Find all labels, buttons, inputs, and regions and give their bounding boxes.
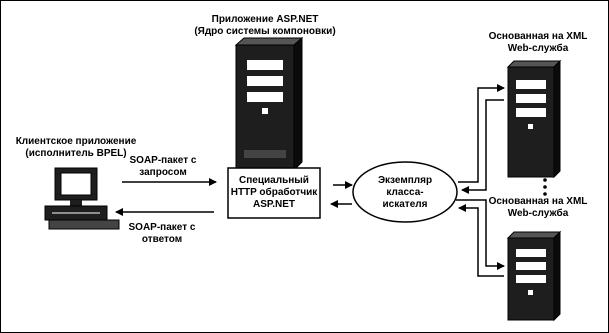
soap-request-label-line1: SOAP-пакет с <box>129 155 197 166</box>
locator-label: Экземпляр класса- искателя <box>365 175 445 211</box>
asp-app-label-line2: (Ядро системы компоновки) <box>194 26 336 37</box>
service-bottom-label-line2: Web-служба <box>507 208 569 219</box>
handler-label-line2: HTTP обработчик <box>230 187 318 198</box>
xml-service-bottom-server-icon <box>506 230 562 322</box>
ellipsis-dots-icon <box>543 178 547 196</box>
client-label-line1: Клиентское приложение <box>15 136 137 147</box>
xml-service-top-server-icon <box>506 59 562 179</box>
handler-label-line3: ASP.NET <box>252 199 296 210</box>
locator-label-line2: класса- <box>386 187 424 198</box>
locator-label-line3: искателя <box>382 199 428 210</box>
http-handler-box <box>227 167 321 219</box>
handler-label-line1: Специальный <box>239 175 309 186</box>
service-bottom-label: Основанная на XML Web-служба <box>478 196 598 220</box>
asp-server-icon <box>234 36 304 172</box>
client-computer-icon <box>44 167 120 230</box>
locator-ellipse <box>352 161 458 223</box>
soap-request-label-line2: запросом <box>139 167 187 178</box>
bottom-service-to-locator-arrow-icon <box>458 204 504 277</box>
locator-label-line1: Экземпляр <box>377 175 433 186</box>
client-label-line2: (исполнитель BPEL) <box>25 148 127 159</box>
asp-app-label: Приложение ASP.NET (Ядро системы компоно… <box>170 14 360 38</box>
top-service-to-locator-arrow-icon <box>461 99 504 194</box>
soap-request-label: SOAP-пакет с запросом <box>113 155 213 179</box>
service-top-label: Основанная на XML Web-служба <box>478 31 598 55</box>
service-top-label-line2: Web-служба <box>507 43 569 54</box>
locator-to-bottom-service-arrow-icon <box>456 199 505 270</box>
handler-label: Специальный HTTP обработчик ASP.NET <box>228 175 320 211</box>
service-bottom-label-line1: Основанная на XML <box>488 196 588 207</box>
asp-app-label-line1: Приложение ASP.NET <box>211 14 319 25</box>
client-label: Клиентское приложение (исполнитель BPEL) <box>6 136 146 160</box>
service-top-label-line1: Основанная на XML <box>488 31 588 42</box>
locator-to-top-service-arrow-icon <box>458 84 505 183</box>
soap-response-label: SOAP-пакет с ответом <box>112 222 212 246</box>
soap-response-label-line1: SOAP-пакет с <box>128 222 196 233</box>
soap-response-label-line2: ответом <box>141 234 183 245</box>
